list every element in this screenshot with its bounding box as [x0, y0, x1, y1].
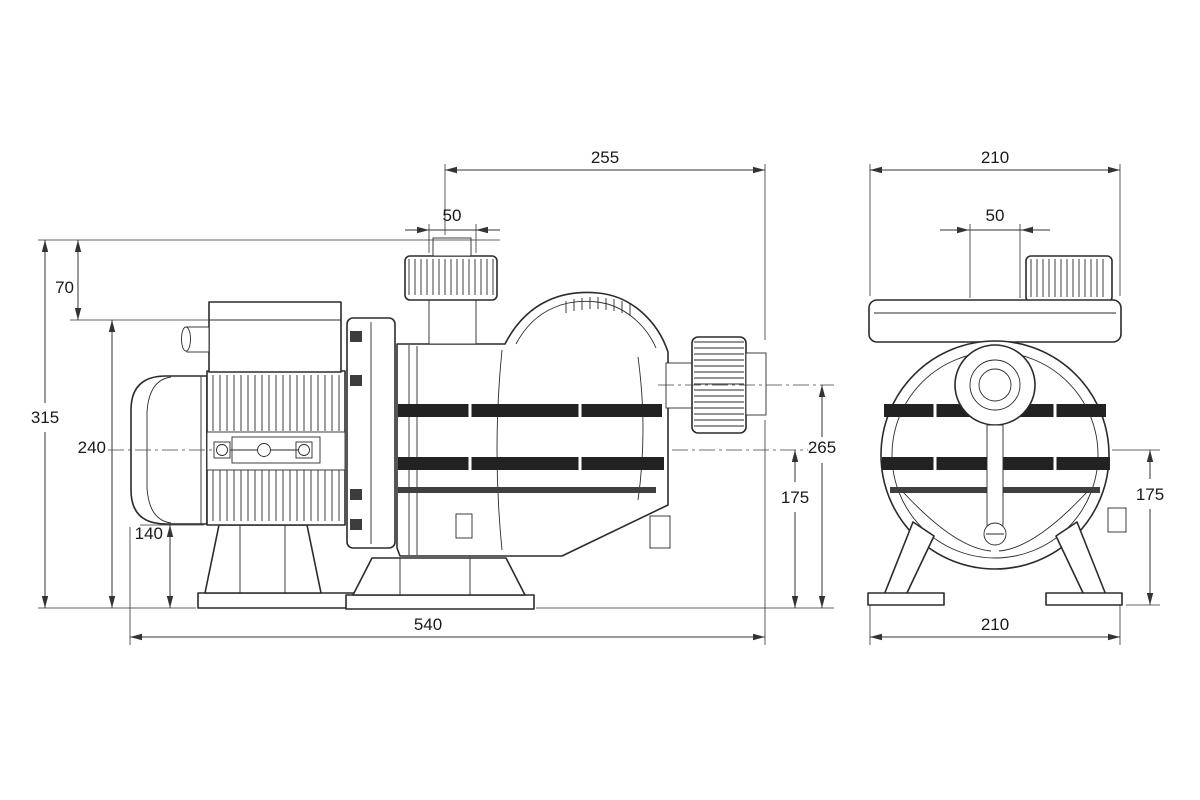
terminal-screw — [257, 443, 271, 457]
dim-label-70: 70 — [55, 278, 74, 297]
dim-label-50-side: 50 — [443, 206, 462, 225]
housing-tab — [649, 515, 671, 549]
inlet-port-circles — [954, 344, 1036, 426]
dim-label-50-front: 50 — [986, 206, 1005, 225]
dim-label-255: 255 — [591, 148, 619, 167]
top-port — [404, 237, 498, 345]
front-foot-plate — [867, 592, 945, 606]
motor-body — [206, 370, 346, 526]
extension-lines — [38, 164, 1160, 645]
motor-foot — [204, 524, 322, 594]
motor-fins — [212, 375, 340, 431]
lid-dome — [515, 300, 657, 349]
front-view — [867, 255, 1127, 606]
dim-label-210-bottom: 210 — [981, 615, 1009, 634]
pump-face — [880, 340, 1127, 570]
pump-foot — [352, 557, 526, 596]
top-port-stub — [432, 237, 472, 257]
side-view — [130, 237, 767, 610]
mounting-flange — [346, 317, 396, 549]
pump-housing — [396, 291, 671, 557]
drain-plug — [455, 513, 473, 539]
front-foot-plate — [1045, 592, 1123, 606]
pump-base-plate — [345, 594, 535, 610]
dim-label-175-side: 175 — [781, 488, 809, 507]
front-cap-nut — [1025, 255, 1113, 303]
front-legs — [867, 521, 1123, 606]
side-tab — [1107, 507, 1127, 533]
volute-arcs — [902, 491, 1088, 552]
terminal-screw — [216, 444, 228, 456]
dim-label-315: 315 — [31, 408, 59, 427]
centerlines — [108, 384, 834, 451]
dim-label-140: 140 — [135, 524, 163, 543]
clamp-band — [398, 404, 662, 417]
outlet-stub — [745, 352, 767, 416]
dim-label-240: 240 — [78, 438, 106, 457]
dim-label-540: 540 — [414, 615, 442, 634]
terminal-screw — [298, 444, 310, 456]
terminal-box — [181, 301, 342, 373]
dim-label-265: 265 — [808, 438, 836, 457]
dimension-labels: 255 50 315 70 240 140 265 175 540 210 50… — [31, 148, 1164, 634]
dimension-lines — [41, 166, 1154, 641]
dim-label-210-top: 210 — [981, 148, 1009, 167]
dim-label-175-front: 175 — [1136, 485, 1164, 504]
front-top-plate — [868, 299, 1122, 343]
lid-grip — [565, 297, 631, 315]
clamp-band — [398, 457, 664, 470]
motor-base-plate — [197, 592, 371, 609]
